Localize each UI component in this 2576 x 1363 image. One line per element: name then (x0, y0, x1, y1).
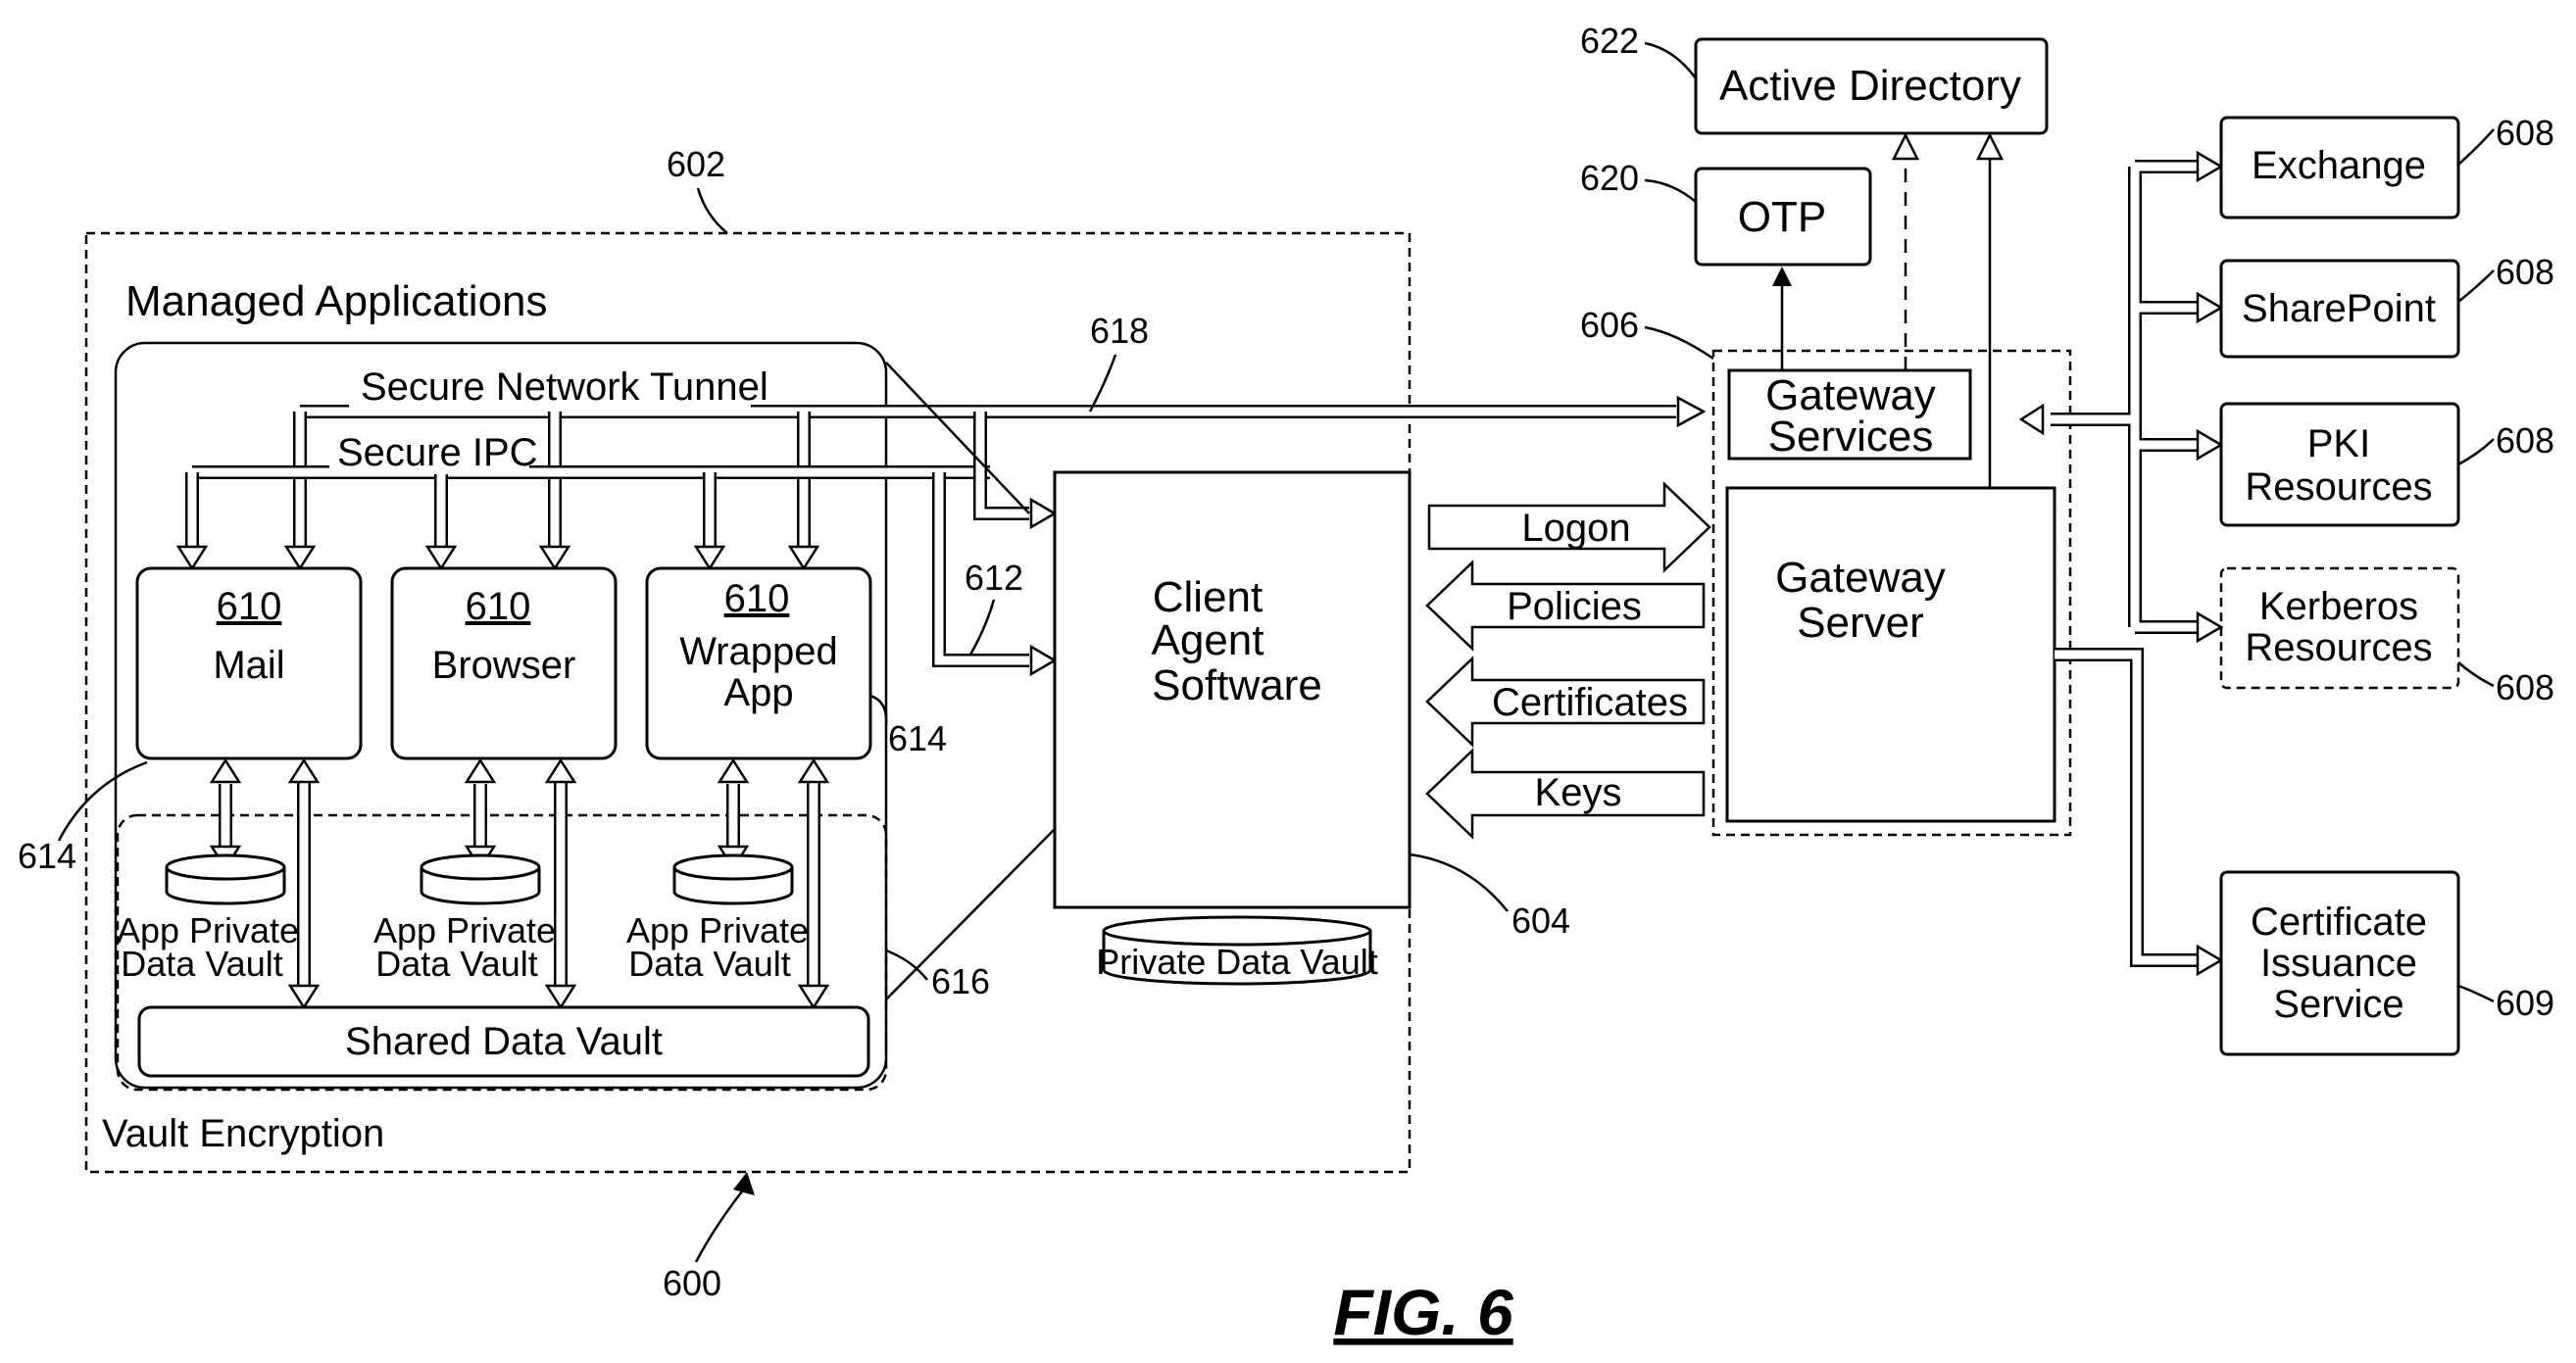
ref-608c: 608 (2496, 420, 2554, 461)
secure-ipc-label: Secure IPC (337, 431, 538, 474)
cert-line3: Service (2273, 983, 2403, 1026)
private-data-vault-label: Private Data Vault (1096, 942, 1377, 982)
active-directory-label: Active Directory (1719, 62, 2021, 110)
keys-arrow: Keys (1427, 751, 1704, 837)
app-name-line2: App (723, 671, 793, 714)
otp-label: OTP (1738, 193, 1826, 241)
app-private-vault-3 (674, 855, 792, 903)
ref-606: 606 (1580, 305, 1639, 345)
app-ref: 610 (466, 585, 531, 628)
vault-encryption-label: Vault Encryption (102, 1112, 384, 1155)
app-private-vault-2 (421, 855, 539, 903)
app-mail: 610 Mail (137, 568, 361, 758)
cert-line1: Certificate (2251, 901, 2427, 944)
app-vault-label-3b: Data Vault (628, 944, 790, 984)
ref-618: 618 (1090, 311, 1149, 351)
svg-text:Certificates: Certificates (1492, 681, 1688, 724)
app-name: Wrapped (679, 630, 838, 673)
cert-line2: Issuance (2260, 942, 2417, 985)
exchange-label: Exchange (2252, 144, 2426, 187)
gateway-services-line2: Services (1768, 413, 1934, 461)
app-name: Browser (432, 644, 576, 687)
ref-609: 609 (2496, 983, 2554, 1023)
client-agent-line3: Software (1152, 661, 1322, 709)
app-ref: 610 (724, 577, 790, 620)
sharepoint-label: SharePoint (2242, 287, 2436, 330)
svg-text:Keys: Keys (1535, 771, 1622, 814)
kerberos-line2: Resources (2245, 626, 2432, 669)
ref-608d: 608 (2496, 667, 2554, 707)
app-wrapped: 610 Wrapped App (647, 568, 870, 758)
app-vault-label-2b: Data Vault (375, 944, 537, 984)
client-agent-line2: Agent (1152, 616, 1264, 664)
app-name: Mail (213, 644, 284, 687)
kerberos-line1: Kerberos (2259, 585, 2418, 628)
ref-608a: 608 (2496, 113, 2554, 153)
pki-line2: Resources (2245, 465, 2432, 509)
gateway-server (1727, 488, 2055, 821)
ref-620: 620 (1580, 158, 1639, 198)
logon-arrow: Logon (1429, 484, 1709, 570)
app-browser: 610 Browser (392, 568, 616, 758)
certificates-arrow: Certificates (1427, 658, 1704, 745)
leader-line (886, 363, 1029, 513)
ref-602: 602 (667, 144, 725, 184)
managed-applications-label: Managed Applications (125, 277, 548, 325)
ref-604: 604 (1511, 901, 1570, 941)
policies-arrow: Policies (1427, 562, 1704, 649)
figure-title: FIG. 6 (1333, 1276, 1514, 1348)
shared-data-vault-label: Shared Data Vault (345, 1020, 663, 1063)
client-agent-line1: Client (1153, 573, 1263, 621)
gateway-server-line2: Server (1797, 599, 1924, 647)
ref-622: 622 (1580, 21, 1639, 61)
app-vault-label-1b: Data Vault (121, 944, 282, 984)
ref-600: 600 (663, 1263, 721, 1303)
ref-608b: 608 (2496, 252, 2554, 292)
app-private-vault-1 (167, 855, 284, 903)
app-ref: 610 (217, 585, 282, 628)
pki-line1: PKI (2307, 422, 2370, 465)
ref-614b: 614 (888, 718, 947, 758)
ref-612: 612 (965, 558, 1023, 598)
svg-text:Logon: Logon (1521, 507, 1630, 550)
ref-616: 616 (931, 961, 990, 1001)
gateway-server-line1: Gateway (1775, 554, 1946, 602)
secure-network-tunnel-label: Secure Network Tunnel (361, 365, 768, 409)
ref-614a: 614 (18, 836, 76, 876)
svg-text:Policies: Policies (1507, 585, 1642, 628)
